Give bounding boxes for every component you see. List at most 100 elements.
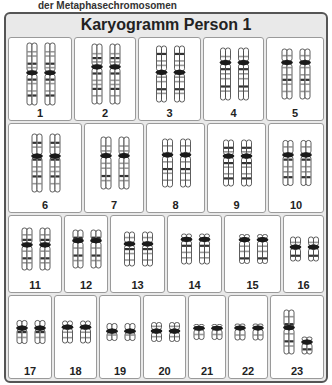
chromosome-band <box>46 90 50 92</box>
chromatid-outline <box>235 330 240 341</box>
chromosome-band <box>175 65 179 67</box>
centromere <box>180 152 192 157</box>
centromere <box>72 238 84 243</box>
chromosome-cell: 12 <box>64 215 108 293</box>
chromosome-band <box>306 79 310 81</box>
chromosome-band <box>226 68 230 70</box>
chromosome-band <box>98 95 102 97</box>
chromatid-outline <box>119 137 124 154</box>
chromosome-number: 23 <box>271 365 323 377</box>
chromosome-band <box>221 78 225 80</box>
chromosome-band <box>68 331 72 333</box>
chromatid-outline <box>101 137 106 154</box>
chromosome-band <box>307 159 311 161</box>
chromatid <box>115 44 120 65</box>
chromatid-outline <box>226 48 231 61</box>
chromosome-band <box>33 94 37 96</box>
chromatid <box>32 74 37 105</box>
chromosome-band <box>46 239 50 241</box>
centromere <box>234 325 246 330</box>
chromatid <box>157 74 162 102</box>
chromatid <box>239 48 244 61</box>
chromosome-band <box>263 251 267 253</box>
chromatid-outline <box>50 74 55 105</box>
chromosome-band <box>241 334 245 336</box>
chromatid-outline <box>217 330 222 340</box>
chromatid-outline <box>258 241 263 263</box>
chromosome-band <box>157 76 161 78</box>
chromosome-band <box>28 55 32 57</box>
centromere <box>169 328 181 333</box>
chromosome-band <box>175 60 179 62</box>
chromosome-band <box>51 171 55 173</box>
chromosome-band <box>181 145 185 147</box>
chromatid-outline <box>239 48 244 61</box>
chromosome-band <box>18 331 22 333</box>
chromosome-band <box>258 251 262 253</box>
chromatid <box>148 232 153 242</box>
centromere <box>16 325 28 330</box>
chromosome-band <box>229 147 233 149</box>
chromatid-outline <box>306 156 311 185</box>
chromatid <box>157 333 162 342</box>
chromosome-band <box>51 83 55 85</box>
chromosome-band <box>162 60 166 62</box>
chromosome-band <box>125 248 129 250</box>
chromosome-band <box>170 336 174 338</box>
chromosome-cell: 11 <box>8 215 62 293</box>
chromatid <box>101 137 106 154</box>
chromosome-band <box>143 248 147 250</box>
centromere <box>151 328 163 333</box>
chromosome-band <box>288 83 292 85</box>
chromosome-band <box>301 67 305 69</box>
caption-fragment: der Metaphasechromosomen <box>38 0 177 11</box>
chromatid <box>40 246 45 270</box>
chromatid-outline <box>288 141 293 154</box>
chromosome-cell: 5 <box>266 37 324 121</box>
chromatid <box>305 49 310 61</box>
chromosome <box>39 228 51 270</box>
chromosome-band <box>302 159 306 161</box>
chromatid-outline <box>22 228 27 243</box>
chromatid <box>55 134 60 155</box>
chromatid <box>205 241 210 264</box>
chromatid <box>283 141 288 154</box>
chromosome-band <box>125 175 129 177</box>
chromosome-band <box>28 262 32 264</box>
chromatid-outline <box>307 344 312 354</box>
chromatid-outline <box>187 241 192 264</box>
chromosome-band <box>98 53 102 55</box>
chromatid-outline <box>301 141 306 154</box>
chromatid <box>45 74 50 105</box>
chromosome-band <box>289 146 293 148</box>
centromere <box>301 340 313 345</box>
chromosome-band <box>51 142 55 144</box>
chromatid <box>301 141 306 154</box>
chromosome-band <box>296 255 300 257</box>
chromosome-band <box>239 78 243 80</box>
chromosome-band <box>285 316 289 318</box>
chromatid-outline <box>40 330 45 344</box>
chromosome-number: 4 <box>204 107 263 119</box>
chromatid-outline <box>97 68 102 104</box>
chromosome <box>282 141 294 186</box>
chromatid-outline <box>50 158 55 192</box>
chromosome-band <box>291 242 295 244</box>
chromosome-band <box>306 55 310 57</box>
chromatid-outline <box>22 246 27 270</box>
chromosome-band <box>301 83 305 85</box>
chromosome <box>252 324 264 340</box>
chromosome-band <box>28 239 32 241</box>
chromatid <box>182 241 187 264</box>
chromatid-outline <box>194 330 199 340</box>
chromatid <box>143 232 148 242</box>
chromosome-band <box>283 74 287 76</box>
chromatid-outline <box>247 140 252 155</box>
chromosome-band <box>163 168 167 170</box>
chromatid-outline <box>27 43 32 71</box>
chromosome-band <box>157 81 161 83</box>
chromatid-outline <box>37 134 42 155</box>
centromere <box>106 329 118 334</box>
chromosome-cell: 2 <box>74 37 136 121</box>
chromatid-outline <box>245 241 250 263</box>
